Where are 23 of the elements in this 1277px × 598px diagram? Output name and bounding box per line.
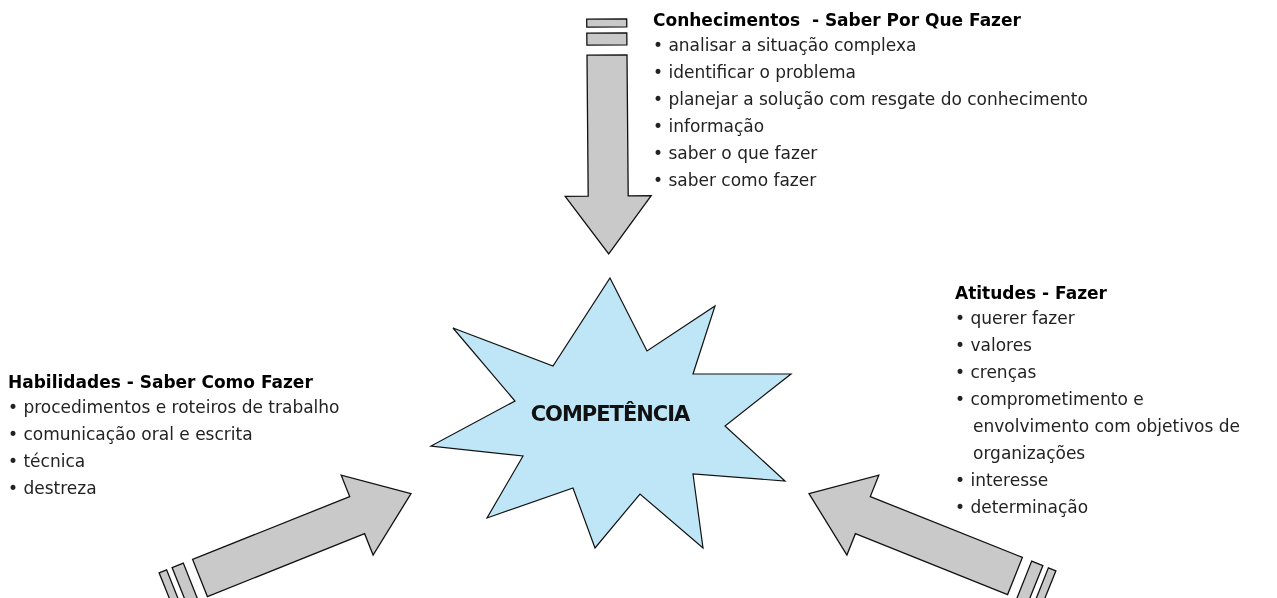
bullet-item: • técnica: [8, 450, 87, 473]
bullet-item: • saber o que fazer: [653, 142, 819, 165]
bullet-item: • crenças: [955, 361, 1038, 384]
heading: Habilidades - Saber Como Fazer: [8, 371, 314, 394]
bullet-item: • comunicação oral e escrita: [8, 423, 254, 446]
bullet-item: • procedimentos e roteiros de trabalho: [8, 396, 341, 419]
bullet-item: • valores: [955, 334, 1033, 357]
bullet-item: • querer fazer: [955, 307, 1076, 330]
bullet-item: • determinação: [955, 496, 1090, 519]
block-arrow: [808, 474, 1057, 598]
bullet-item: • comprometimento e envolvimento com objetivos de organizações: [955, 388, 1241, 465]
bullet-item: • analisar a situação complexa: [653, 34, 918, 57]
center-label: COMPETÊNCIA: [530, 402, 690, 426]
bullet-item: • destreza: [8, 477, 98, 500]
heading: Atitudes - Fazer: [955, 282, 1108, 305]
block-arrow: [563, 18, 653, 255]
bullet-item: • informação: [653, 115, 766, 138]
heading: Conhecimentos - Saber Por Que Fazer: [653, 9, 1022, 32]
bullet-item: • planejar a solução com resgate do conhecimento: [653, 88, 1089, 111]
bullet-item: • identificar o problema: [653, 61, 857, 84]
bullet-item: • interesse: [955, 469, 1050, 492]
bullet-item: • saber como fazer: [653, 169, 818, 192]
block-arrow: [158, 474, 412, 598]
